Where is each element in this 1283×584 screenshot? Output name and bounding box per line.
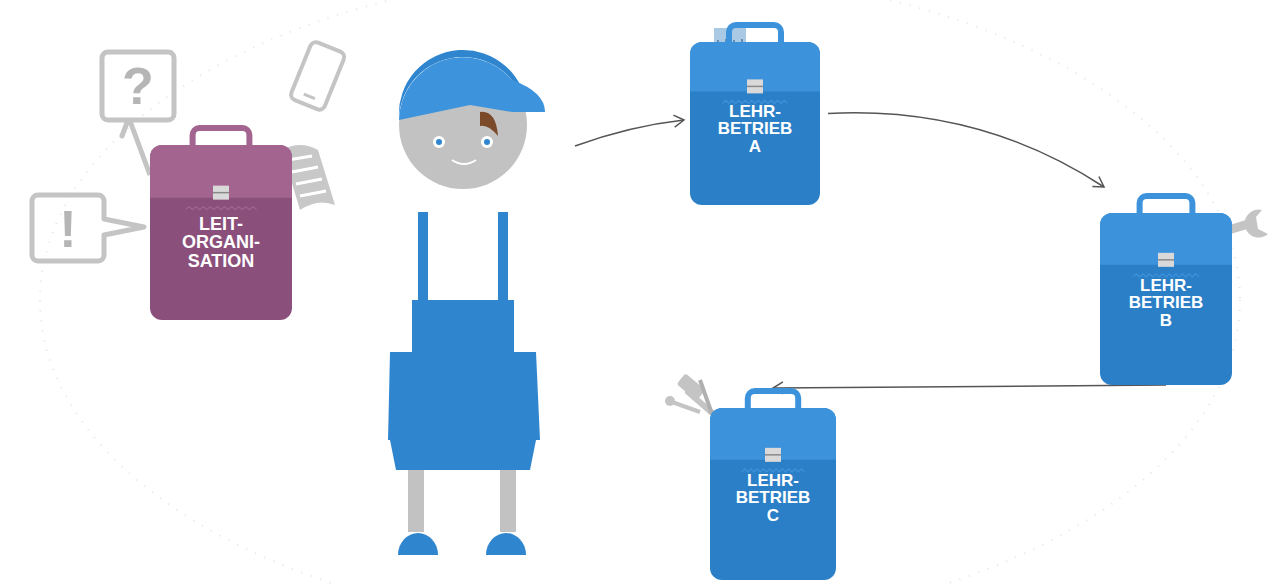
- callout-symbol: ?: [104, 54, 172, 118]
- bag-label-holder: LEHR- BETRIEB C: [710, 472, 836, 525]
- phone-icon: [289, 40, 346, 111]
- company-bag: LEHR- BETRIEB A: [690, 22, 820, 205]
- bag-label-holder: LEHR- BETRIEB A: [690, 103, 820, 156]
- bubble-tail: [130, 121, 150, 175]
- flow-arrow: [575, 120, 684, 146]
- bag-label: LEIT- ORGANI- SATION: [182, 215, 260, 270]
- bag-label-holder: LEIT- ORGANI- SATION: [150, 215, 292, 271]
- flow-arrow: [828, 113, 1104, 187]
- background-dots: [40, 0, 1240, 584]
- bag-label: LEHR- BETRIEB A: [718, 103, 793, 155]
- bag-label-holder: LEHR- BETRIEB B: [1100, 277, 1232, 330]
- flow-arrow: [773, 385, 1166, 388]
- company-bag: LEHR- BETRIEB B: [1100, 193, 1232, 385]
- lead-organisation-bag: LEIT- ORGANI- SATION: [150, 125, 292, 320]
- apprentice-figure: [388, 50, 545, 555]
- question-bubble: [102, 52, 174, 136]
- exclamation-bubble: [32, 195, 144, 261]
- callout-symbol: !: [34, 197, 102, 261]
- bag-label: LEHR- BETRIEB C: [736, 472, 811, 524]
- bag-label: LEHR- BETRIEB B: [1129, 277, 1204, 329]
- company-bag: LEHR- BETRIEB C: [710, 388, 836, 580]
- hammer-icon: [665, 373, 718, 418]
